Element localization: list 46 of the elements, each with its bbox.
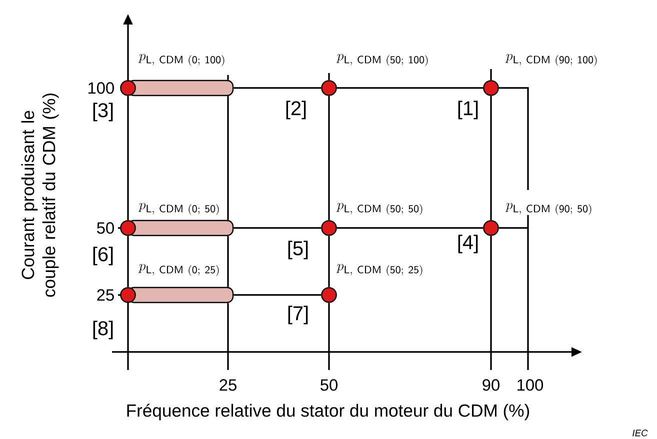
grid-line bbox=[234, 87, 322, 89]
grid-line bbox=[227, 303, 229, 370]
tick-label: 50 bbox=[320, 379, 338, 391]
callout-number: [1] bbox=[458, 100, 478, 120]
callout-number: [8] bbox=[93, 320, 113, 340]
grid-line bbox=[227, 96, 229, 220]
grid-line bbox=[127, 96, 129, 220]
grid-line bbox=[234, 294, 322, 296]
callout-number: [2] bbox=[286, 100, 306, 120]
grid-line bbox=[498, 227, 528, 229]
point-label: $p_{\mathsf{L,\ CDM\ (0;\ 100)}}$ bbox=[138, 54, 224, 66]
tick-label: 100 bbox=[518, 379, 544, 391]
point-label: $p_{\mathsf{L,\ CDM\ (0;\ 25)}}$ bbox=[138, 264, 219, 276]
tick-label: 100 bbox=[88, 82, 114, 94]
grid-line bbox=[328, 236, 330, 288]
tick-label: 50 bbox=[97, 222, 114, 234]
grid-line bbox=[336, 227, 484, 229]
point-label: $p_{\mathsf{L,\ CDM\ (0;\ 50)}}$ bbox=[138, 202, 219, 215]
grid-line bbox=[227, 236, 229, 287]
grid-line bbox=[490, 69, 492, 80]
axis-title: Courant produisant le couple relatif du CDM (%) bbox=[21, 94, 59, 297]
grid-line bbox=[234, 227, 322, 229]
grid-line bbox=[336, 87, 484, 89]
point-label: $p_{\mathsf{L,\ CDM\ (50;\ 25)}}$ bbox=[336, 264, 422, 276]
source-note: IEC bbox=[632, 430, 648, 436]
grid-line bbox=[227, 75, 229, 80]
point-label: $p_{\mathsf{L,\ CDM\ (90;\ 50)}}$ bbox=[505, 202, 592, 215]
callout-number: [7] bbox=[288, 306, 308, 324]
tick-label: 25 bbox=[220, 379, 236, 391]
callout-number: [5] bbox=[288, 240, 308, 260]
grid-line bbox=[490, 236, 492, 370]
grid-line bbox=[490, 96, 492, 220]
axis-title: Fréquence relative du stator du moteur du CDM (%) bbox=[127, 404, 529, 420]
grid-line bbox=[328, 302, 330, 370]
callout-number: [6] bbox=[93, 246, 113, 266]
point-label: $p_{\mathsf{L,\ CDM\ (50;\ 100)}}$ bbox=[336, 54, 428, 66]
tick-label: 25 bbox=[97, 289, 114, 301]
point-label: $p_{\mathsf{L,\ CDM\ (90;\ 100)}}$ bbox=[505, 54, 597, 66]
callout-number: [4] bbox=[458, 234, 478, 254]
point-label: $p_{\mathsf{L,\ CDM\ (50;\ 50)}}$ bbox=[336, 202, 422, 215]
grid-line bbox=[127, 236, 129, 288]
tick-label: 90 bbox=[482, 379, 500, 391]
grid-line bbox=[328, 73, 330, 80]
grid-line bbox=[328, 96, 330, 220]
callout-number: [3] bbox=[93, 102, 113, 122]
grid-line bbox=[498, 87, 529, 190]
